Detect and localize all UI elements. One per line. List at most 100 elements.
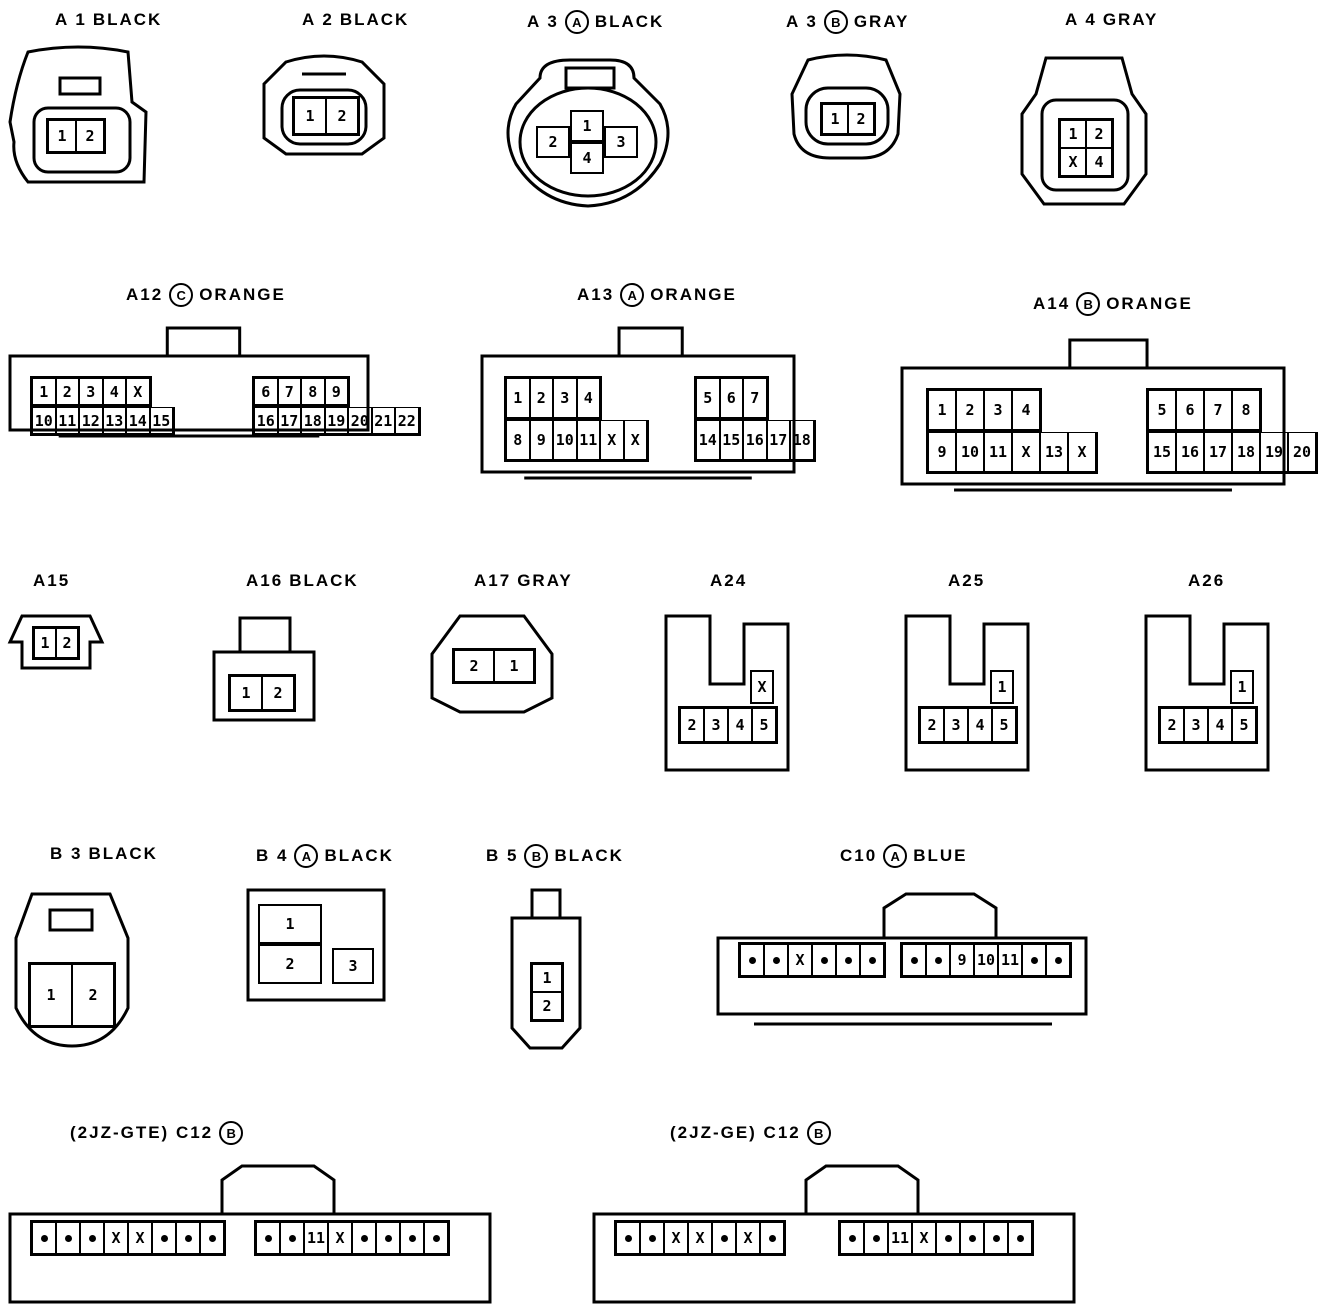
connector-variant-badge: B [524, 844, 549, 868]
connector-variant-badge: B [1076, 292, 1101, 316]
connector-color: BLACK [92, 10, 163, 29]
connector-name: B 5 [486, 846, 519, 865]
pin-cell: 2 [529, 378, 553, 418]
connector-variant-badge: A [564, 10, 589, 34]
connector-label-a24: A24 [710, 571, 747, 591]
pin-cell: 1 [570, 110, 604, 142]
pin-cell-unused [640, 1222, 664, 1254]
pin-cell-unused [200, 1222, 224, 1254]
pin-cell: 15 [719, 420, 743, 460]
connector-color: GRAY [853, 12, 910, 31]
pin-cell: 10 [553, 420, 577, 460]
connector-housing [262, 54, 386, 156]
pin-cell: 1 [294, 98, 326, 134]
pin-cell: X [788, 944, 812, 976]
pin-cell: 2 [848, 104, 874, 134]
pin-cell: 3 [1184, 708, 1208, 742]
pin-cell-unused [926, 944, 950, 976]
pin-cell: 1 [30, 964, 72, 1026]
pin-cell: 5 [1148, 390, 1176, 430]
pin-cell-unused [760, 1222, 784, 1254]
pin-cell: 11 [576, 420, 600, 460]
connector-color: GRAY [517, 571, 573, 590]
pin-cell: 5 [1232, 708, 1256, 742]
pin-cell-unused [764, 944, 788, 976]
connector-color: BLACK [594, 12, 665, 31]
connector-name: B 4 [256, 846, 289, 865]
pin-cell-unused [1022, 944, 1046, 976]
connector-name: A 4 [1065, 10, 1097, 29]
pin-cell-unused [32, 1222, 56, 1254]
pin-cell: 2 [72, 964, 114, 1026]
connector-housing [510, 888, 582, 1050]
pin-cell: X [736, 1222, 760, 1254]
pin-cell: 7 [743, 378, 767, 418]
pin-cell: 18 [1232, 432, 1260, 472]
connector-color: BLACK [339, 10, 410, 29]
connector-color: BLUE [913, 846, 968, 865]
pin-cell: 1 [34, 628, 56, 658]
pin-cell-unused [740, 944, 764, 976]
connector-variant-badge: A [883, 844, 908, 868]
pin-cell: 20 [348, 407, 372, 434]
pin-cell: 1 [32, 378, 56, 405]
connector-housing [716, 892, 1088, 1026]
pin-cell: 3 [553, 378, 577, 418]
pin-cell: 21 [371, 407, 395, 434]
pin-cell: X [600, 420, 624, 460]
pin-block: X [738, 942, 886, 978]
pin-cell: 18 [301, 407, 325, 434]
connector-name: A16 [246, 571, 284, 590]
pin-cell: 5 [992, 708, 1016, 742]
pin-cell: 13 [102, 407, 126, 434]
pin-cell-unused [984, 1222, 1008, 1254]
connector-housing [480, 326, 796, 480]
connector-housing [8, 1164, 492, 1304]
connector-label-a16: A16 BLACK [246, 571, 359, 591]
connector-label-a15: A15 [33, 571, 70, 591]
pin-cell-unused [256, 1222, 280, 1254]
connector-label-a25: A25 [948, 571, 985, 591]
connector-name: A17 [474, 571, 512, 590]
pin-cell: 22 [395, 407, 419, 434]
connector-name: A 3 [786, 12, 818, 31]
pin-cell: 17 [766, 420, 790, 460]
connector-housing [7, 614, 105, 670]
connector-label-a26: A26 [1188, 571, 1225, 591]
pin-cell: 17 [277, 407, 301, 434]
pin-cell: X [750, 670, 774, 704]
connector-label-a17: A17 GRAY [474, 571, 573, 591]
pin-cell: 10 [32, 407, 56, 434]
connector-color: BLACK [289, 571, 359, 590]
pin-cell: X [623, 420, 647, 460]
pin-cell: 11 [888, 1222, 912, 1254]
pin-cell: 8 [301, 378, 325, 405]
connector-color: BLACK [88, 844, 158, 863]
